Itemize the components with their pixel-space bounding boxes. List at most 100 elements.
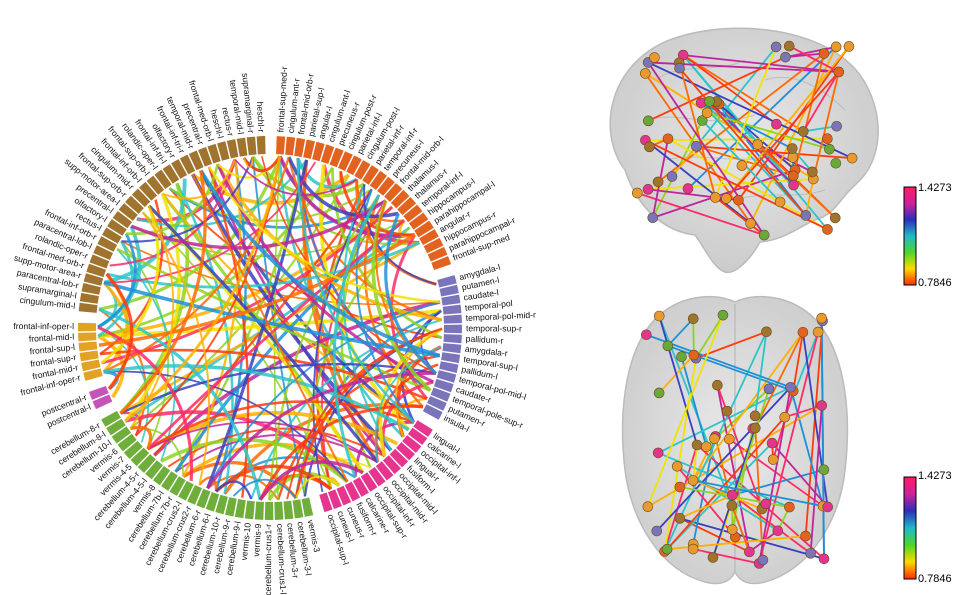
- segment-cerebellum-crus2-r: [187, 484, 203, 505]
- segment-caudate-r: [433, 378, 454, 393]
- connection-link: [124, 156, 282, 423]
- segment-frontal-inf-tri-l: [162, 164, 180, 184]
- connection-link: [119, 182, 190, 415]
- segment-rolandic-oper-r: [89, 254, 110, 269]
- connection-link: [242, 155, 282, 173]
- segment-heschl-r: [256, 136, 266, 155]
- segment-frontal-med-orb-r: [86, 263, 107, 278]
- brain-node: [696, 115, 708, 126]
- segment-frontal-sup-l: [78, 341, 98, 352]
- segment-cerebellum-8-l: [106, 418, 126, 436]
- brain-edge: [646, 314, 724, 508]
- brain-node: [707, 552, 719, 563]
- connection-link: [331, 167, 443, 340]
- segment-temporal-pol-mid-l: [436, 370, 457, 383]
- brain-node: [709, 433, 720, 444]
- brain-edge: [647, 61, 765, 236]
- brain-node: [682, 183, 694, 194]
- brain-edge: [692, 479, 824, 507]
- brain-node: [757, 554, 769, 566]
- segment-rectus-r: [226, 139, 239, 159]
- brain-node: [726, 500, 738, 511]
- brain-node: [785, 381, 796, 393]
- segment-temporal-inf-l: [403, 204, 423, 223]
- segment-pallidum-r: [443, 334, 462, 344]
- brain-node: [643, 115, 654, 127]
- brain-node: [797, 326, 809, 338]
- label-heschl-r: heschl-r: [255, 101, 266, 132]
- brain-node: [744, 546, 755, 558]
- brain-edge: [663, 442, 773, 553]
- segment-cuneus-l: [327, 489, 342, 510]
- segment-supp-motor-area-r: [83, 273, 104, 286]
- segment-cingulum-mid-r: [131, 188, 151, 208]
- brain-edge: [700, 102, 807, 217]
- brain-edge: [788, 45, 840, 73]
- brain-node: [688, 349, 700, 361]
- connection-link: [104, 161, 317, 284]
- brain-edge: [794, 53, 825, 171]
- brain-axial-view: [621, 295, 849, 585]
- brain-edge: [645, 139, 828, 231]
- segment-cingulum-post-l: [354, 160, 371, 180]
- segment-temporal-sup-r: [443, 324, 462, 334]
- connection-link: [160, 437, 349, 483]
- connectivity-links: [97, 155, 443, 501]
- connection-link: [363, 184, 437, 286]
- brain-edge: [679, 494, 733, 520]
- brain-edge: [683, 54, 839, 73]
- brain-edge: [636, 192, 765, 236]
- segment-temporal-mid-r: [188, 150, 204, 171]
- brain-node: [641, 329, 652, 341]
- brain-node: [721, 193, 732, 204]
- brain-edge: [771, 442, 829, 508]
- brain-edge: [725, 45, 850, 199]
- region-segments: [78, 136, 462, 520]
- segment-supramarginal-l: [79, 292, 99, 304]
- brain-node: [788, 179, 799, 191]
- connection-link: [243, 156, 254, 169]
- segment-occipital-sup-r: [360, 472, 378, 492]
- connection-link: [147, 204, 379, 464]
- brain-node: [642, 184, 654, 195]
- connection-link: [169, 187, 373, 222]
- connection-link: [191, 173, 349, 483]
- brain-edge: [644, 139, 752, 225]
- brain-edge: [667, 344, 794, 392]
- brain-node: [661, 543, 673, 555]
- brain-edge: [731, 505, 751, 553]
- brain-node: [662, 340, 674, 352]
- segment-occipital-inf-r: [368, 466, 386, 487]
- label-pallidum-r: pallidum-r: [465, 333, 503, 345]
- segment-temporal-inf-r: [369, 170, 388, 191]
- segment-frontal-sup-med-r: [276, 136, 286, 155]
- connection-link: [384, 212, 437, 375]
- segment-postcentral-l: [92, 394, 113, 410]
- brain-edge: [785, 45, 837, 59]
- connection-link: [130, 199, 387, 250]
- brain-edge: [692, 548, 760, 565]
- segment-lingual-r: [396, 442, 415, 461]
- connection-link: [206, 301, 441, 489]
- brain-axial-network: [641, 309, 833, 569]
- brain-edge: [692, 444, 698, 481]
- segment-cerebellum-crus2-l: [178, 480, 194, 501]
- segment-occipital-inf-l: [402, 435, 422, 453]
- brain-node: [805, 548, 816, 559]
- connection-link: [216, 163, 434, 384]
- brain-node: [822, 224, 833, 235]
- connection-link: [97, 325, 194, 481]
- segment-postcentral-r: [88, 385, 109, 400]
- brain-node: [662, 133, 674, 145]
- brain-node: [752, 139, 763, 150]
- connection-link: [97, 233, 137, 329]
- segment-temporal-mid-l: [236, 137, 248, 157]
- brain-node: [749, 410, 761, 422]
- segment-pallidum-l: [439, 361, 459, 373]
- brain-edge: [692, 436, 717, 481]
- brain-node: [846, 152, 858, 164]
- segment-cerebellum-7b-l: [161, 471, 178, 491]
- brain-edge: [820, 318, 825, 559]
- connection-link: [268, 194, 380, 501]
- segment-frontal-med-orb-l: [207, 143, 221, 164]
